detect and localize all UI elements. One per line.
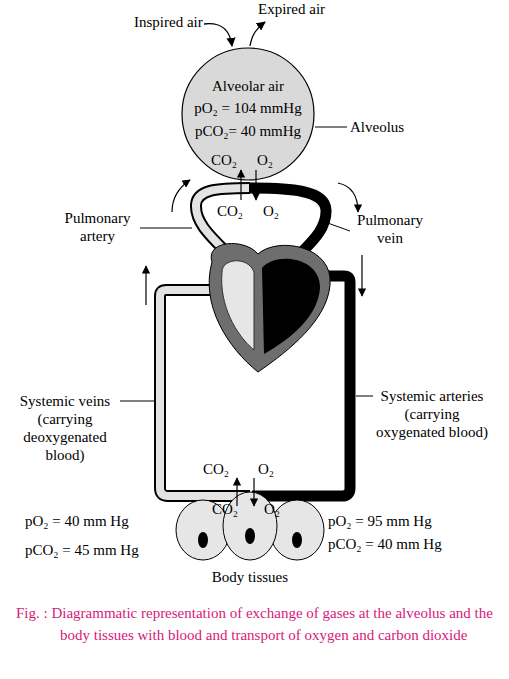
pressure-value: pCO₂ = 45 mm Hg [25, 541, 139, 559]
flow-arrow [338, 183, 358, 212]
heart-left-side [262, 259, 320, 354]
gas-label: O₂ [258, 460, 274, 478]
leader-line [322, 221, 350, 231]
pressure-value: pO₂ = 104 mmHg [181, 99, 315, 117]
gas-label: CO₂ [217, 202, 243, 220]
leader-line [315, 127, 347, 128]
alveolus-circle: Alveolar air pO₂ = 104 mmHg pCO₂= 40 mmHgC… [181, 47, 315, 181]
cell-nucleus [245, 528, 255, 544]
flow-arrow [172, 180, 190, 212]
cell-nucleus [198, 532, 208, 548]
part-name: Systemic arteries (carrying oxygenated b… [373, 387, 491, 441]
pressure-value: pO₂ = 40 mm Hg [25, 512, 129, 530]
flow-arrow [145, 266, 146, 305]
gas-label: O₂ [264, 500, 280, 518]
inspired-air-arrow [204, 24, 232, 46]
part-name: Pulmonary vein [350, 211, 430, 247]
tissue-cells: CO₂ O₂ Body tissues [176, 490, 324, 592]
part-name: Alveolus [350, 118, 404, 136]
gas-label: O₂ [257, 151, 273, 169]
tissue-heading: Body tissues [176, 568, 324, 586]
part-name: Pulmonary artery [55, 209, 140, 245]
air-label: Inspired air [134, 13, 203, 31]
pressure-value: pCO₂= 40 mmHg [181, 122, 315, 140]
pressure-value: pO₂ = 95 mm Hg [328, 512, 432, 530]
figure-caption: Fig. : Diagrammatic representation of ex… [16, 602, 508, 646]
gas-label: CO₂ [211, 151, 237, 169]
gas-label: CO₂ [212, 500, 238, 518]
flow-arrow [361, 255, 362, 296]
air-label: Expired air [258, 0, 325, 18]
gas-label: O₂ [263, 202, 279, 220]
heart-right-side [222, 261, 254, 350]
pressure-value: pCO₂ = 40 mm Hg [328, 535, 442, 553]
expired-air-arrow [250, 22, 265, 46]
gas-label: CO₂ [203, 460, 229, 478]
heart-outline [209, 244, 330, 372]
leader-line [356, 396, 373, 397]
alveolus-heading: Alveolar air [181, 77, 315, 95]
leader-line [120, 401, 154, 402]
leader-line [140, 228, 192, 229]
cell-nucleus [292, 532, 302, 548]
part-name: Systemic veins (carrying deoxygenated bl… [6, 392, 124, 464]
alveolus-outline [182, 48, 314, 180]
